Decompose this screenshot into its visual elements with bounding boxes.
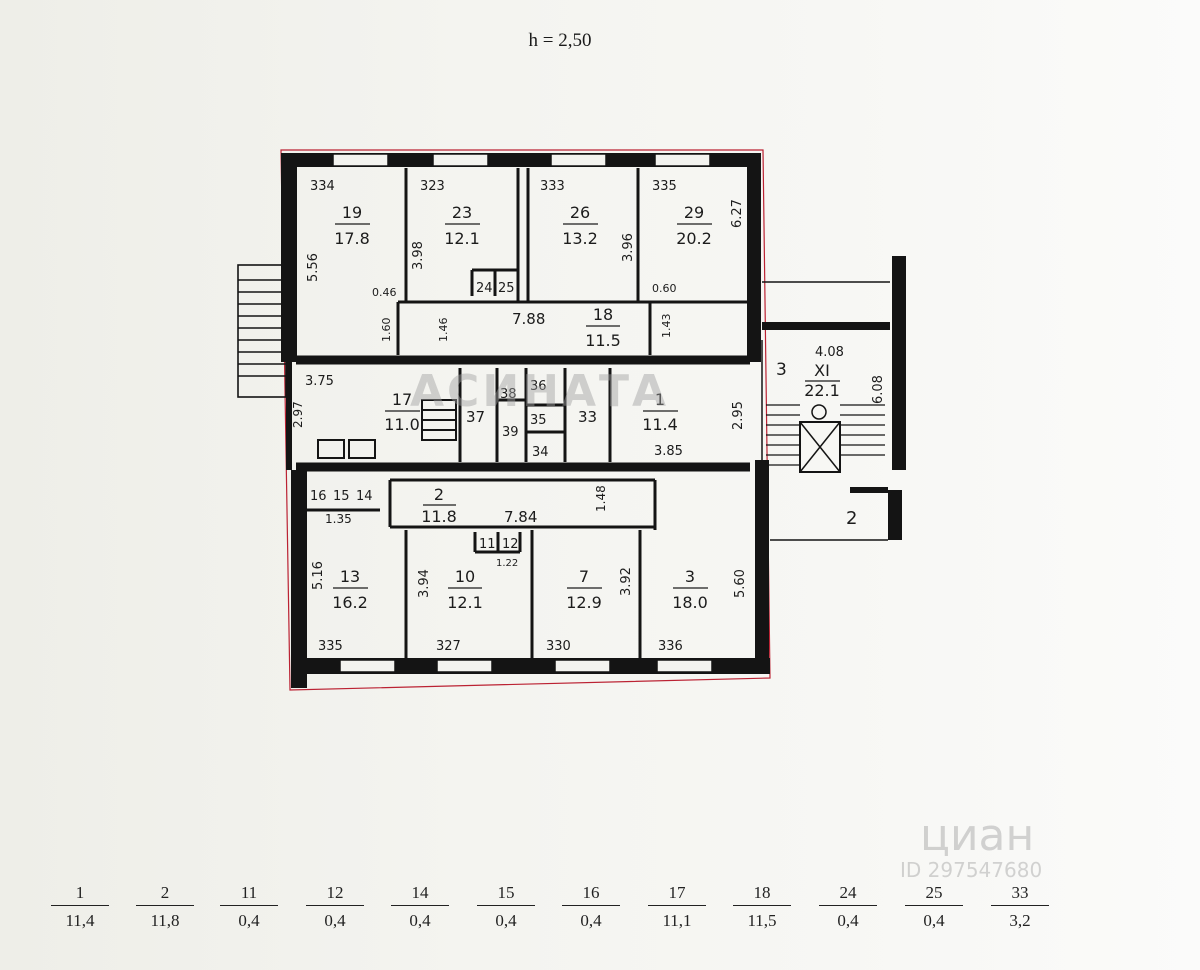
dimension: 1.48 bbox=[594, 485, 608, 512]
dimension: 2.97 bbox=[291, 401, 305, 428]
small-room-label: 16 bbox=[310, 489, 327, 504]
stair-block bbox=[761, 256, 906, 541]
room-num: 2 bbox=[434, 485, 444, 504]
room-num: 7 bbox=[579, 567, 589, 586]
small-room-label: 33 bbox=[578, 408, 597, 426]
small-room-label: 14 bbox=[356, 489, 373, 504]
dimension: 1.46 bbox=[437, 318, 450, 343]
sanitary-fixtures bbox=[317, 399, 457, 459]
inner-walls bbox=[396, 168, 750, 355]
dimension: 3.96 bbox=[621, 233, 636, 262]
room-num: 17 bbox=[392, 390, 412, 409]
small-room-label: 24 bbox=[476, 281, 493, 296]
room-num: XI bbox=[814, 361, 830, 380]
room-area: 20.2 bbox=[676, 229, 712, 248]
dimension: 6.27 bbox=[730, 199, 745, 228]
small-room-label: 38 bbox=[500, 387, 517, 402]
dimension: 7.88 bbox=[512, 310, 545, 328]
room-area: 18.0 bbox=[672, 593, 708, 612]
small-room-label: 35 bbox=[530, 413, 547, 428]
room-num: 10 bbox=[455, 567, 475, 586]
plot-boundary bbox=[280, 149, 771, 691]
dimension: 3.94 bbox=[417, 569, 432, 598]
dimension: 5.56 bbox=[306, 253, 321, 282]
room-area: 11.0 bbox=[384, 415, 420, 434]
room-area: 16.2 bbox=[332, 593, 368, 612]
room-area: 13.2 bbox=[562, 229, 598, 248]
dimension: 330 bbox=[546, 639, 571, 654]
dimension: 323 bbox=[420, 179, 445, 194]
dimension: 4.08 bbox=[815, 345, 844, 360]
small-room-label: 39 bbox=[502, 425, 519, 440]
small-room-label: 34 bbox=[532, 445, 549, 460]
dimension: 1.43 bbox=[660, 314, 673, 339]
room-num: 13 bbox=[340, 567, 360, 586]
dimension: 335 bbox=[652, 179, 677, 194]
room-num: 3 bbox=[685, 567, 695, 586]
stair-number: 2 bbox=[846, 508, 857, 529]
dimension: 0.60 bbox=[652, 282, 677, 295]
room-area: 11.4 bbox=[642, 415, 678, 434]
small-room-label: 37 bbox=[466, 408, 485, 426]
cian-watermark: циан bbox=[920, 810, 1035, 861]
dimension: 333 bbox=[540, 179, 565, 194]
dimension: 1.22 bbox=[496, 558, 518, 569]
room-num: 26 bbox=[570, 203, 590, 222]
room-area: 12.1 bbox=[444, 229, 480, 248]
ceiling-height-label: h = 2,50 bbox=[528, 30, 592, 51]
cian-id-watermark: ID 297547680 bbox=[900, 858, 1043, 882]
dimension: 6.08 bbox=[871, 375, 886, 404]
stair-number: 3 bbox=[776, 360, 787, 380]
left-stair bbox=[237, 264, 287, 398]
dimension: 336 bbox=[658, 639, 683, 654]
small-room-label: 15 bbox=[333, 489, 350, 504]
small-room-label: 25 bbox=[498, 281, 515, 296]
small-room-label: 11 bbox=[479, 537, 496, 552]
dimension: 327 bbox=[436, 639, 461, 654]
room-area: 12.1 bbox=[447, 593, 483, 612]
room-area: 12.9 bbox=[566, 593, 602, 612]
room-area: 22.1 bbox=[804, 381, 840, 400]
dimension: 0.46 bbox=[372, 286, 397, 299]
dimension: 1.35 bbox=[325, 512, 352, 526]
dimension: 2.95 bbox=[731, 401, 746, 430]
room-area: 17.8 bbox=[334, 229, 370, 248]
room-num: 18 bbox=[593, 305, 613, 324]
dimension: 7.84 bbox=[504, 508, 537, 526]
small-room-label: 12 bbox=[502, 537, 519, 552]
windows bbox=[332, 153, 713, 673]
room-num: 29 bbox=[684, 203, 704, 222]
dimension: 5.60 bbox=[733, 569, 748, 598]
dimension: 1.60 bbox=[380, 318, 393, 343]
dimension: 3.98 bbox=[411, 241, 426, 270]
dimension: 3.92 bbox=[619, 567, 634, 596]
room-num: 1 bbox=[655, 390, 665, 409]
room-area: 11.8 bbox=[421, 507, 457, 526]
small-room-label: 36 bbox=[530, 379, 547, 394]
dimension: 3.75 bbox=[305, 374, 334, 389]
dimension: 335 bbox=[318, 639, 343, 654]
room-area: 11.5 bbox=[585, 331, 621, 350]
room-num: 23 bbox=[452, 203, 472, 222]
dimension: 334 bbox=[310, 179, 335, 194]
dimension: 3.85 bbox=[654, 444, 683, 459]
dimension: 5.16 bbox=[311, 561, 326, 590]
room-num: 19 bbox=[342, 203, 362, 222]
brand-watermark: АСИНАТА bbox=[410, 366, 670, 417]
